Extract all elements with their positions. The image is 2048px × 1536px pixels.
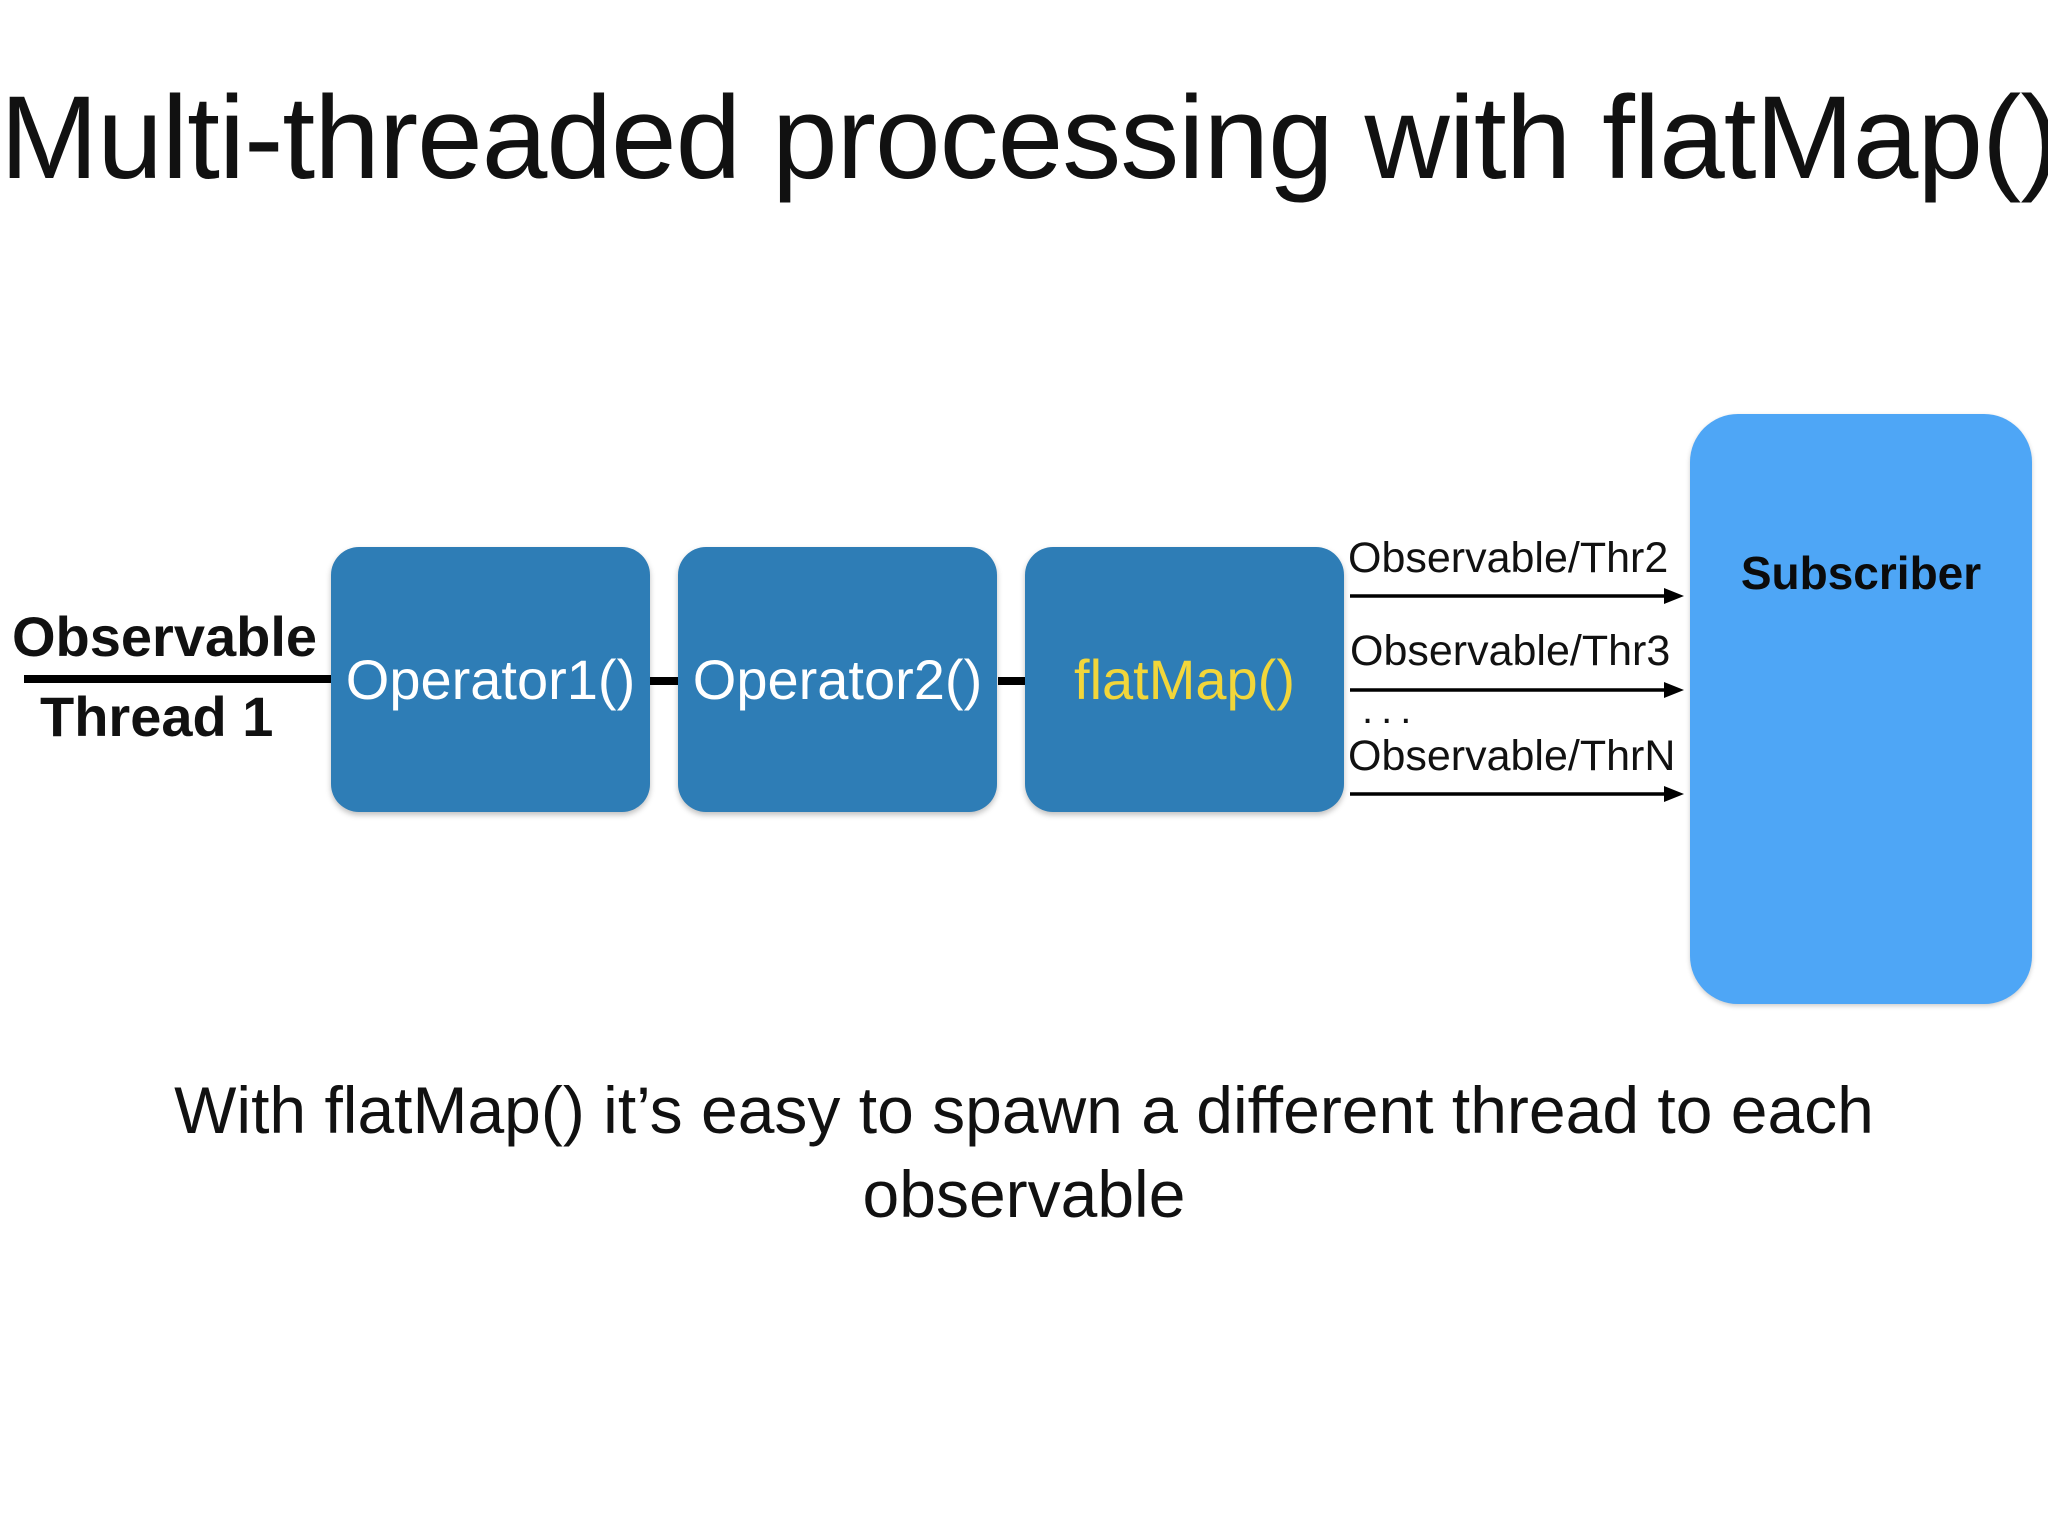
stream-arrow-thr2 [1350,588,1684,604]
stream-arrow-thr3 [1350,682,1684,698]
source-observable-label: Observable [12,605,318,668]
subscriber-label: Subscriber [1740,547,1982,599]
operator1-box: Operator1() [331,547,650,812]
connector-op1-op2 [650,677,680,685]
flatmap-label: flatMap() [1074,648,1295,711]
caption-line-1: With flatMap() it’s easy to spawn a diff… [174,1073,1874,1147]
operator2-box: Operator2() [678,547,997,812]
caption: With flatMap() it’s easy to spawn a diff… [0,1068,2048,1236]
stream-ellipsis: ... [1362,688,1420,732]
stream-label-thr2: Observable/Thr2 [1348,534,1669,582]
operator1-label: Operator1() [345,648,636,711]
stream-arrow-thrn [1350,786,1684,802]
stream-label-thr3: Observable/Thr3 [1350,627,1671,675]
source-thread-label: Thread 1 [40,685,274,748]
page-title: Multi-threaded processing with flatMap() [0,72,2048,204]
subscriber-box: Subscriber [1690,414,2032,1004]
stream-label-thrn: Observable/ThrN [1348,732,1676,780]
operator2-label: Operator2() [692,648,983,711]
source-line [24,675,332,683]
flatmap-box: flatMap() [1025,547,1344,812]
connector-op2-flatmap [998,677,1026,685]
caption-line-2: observable [862,1157,1186,1231]
